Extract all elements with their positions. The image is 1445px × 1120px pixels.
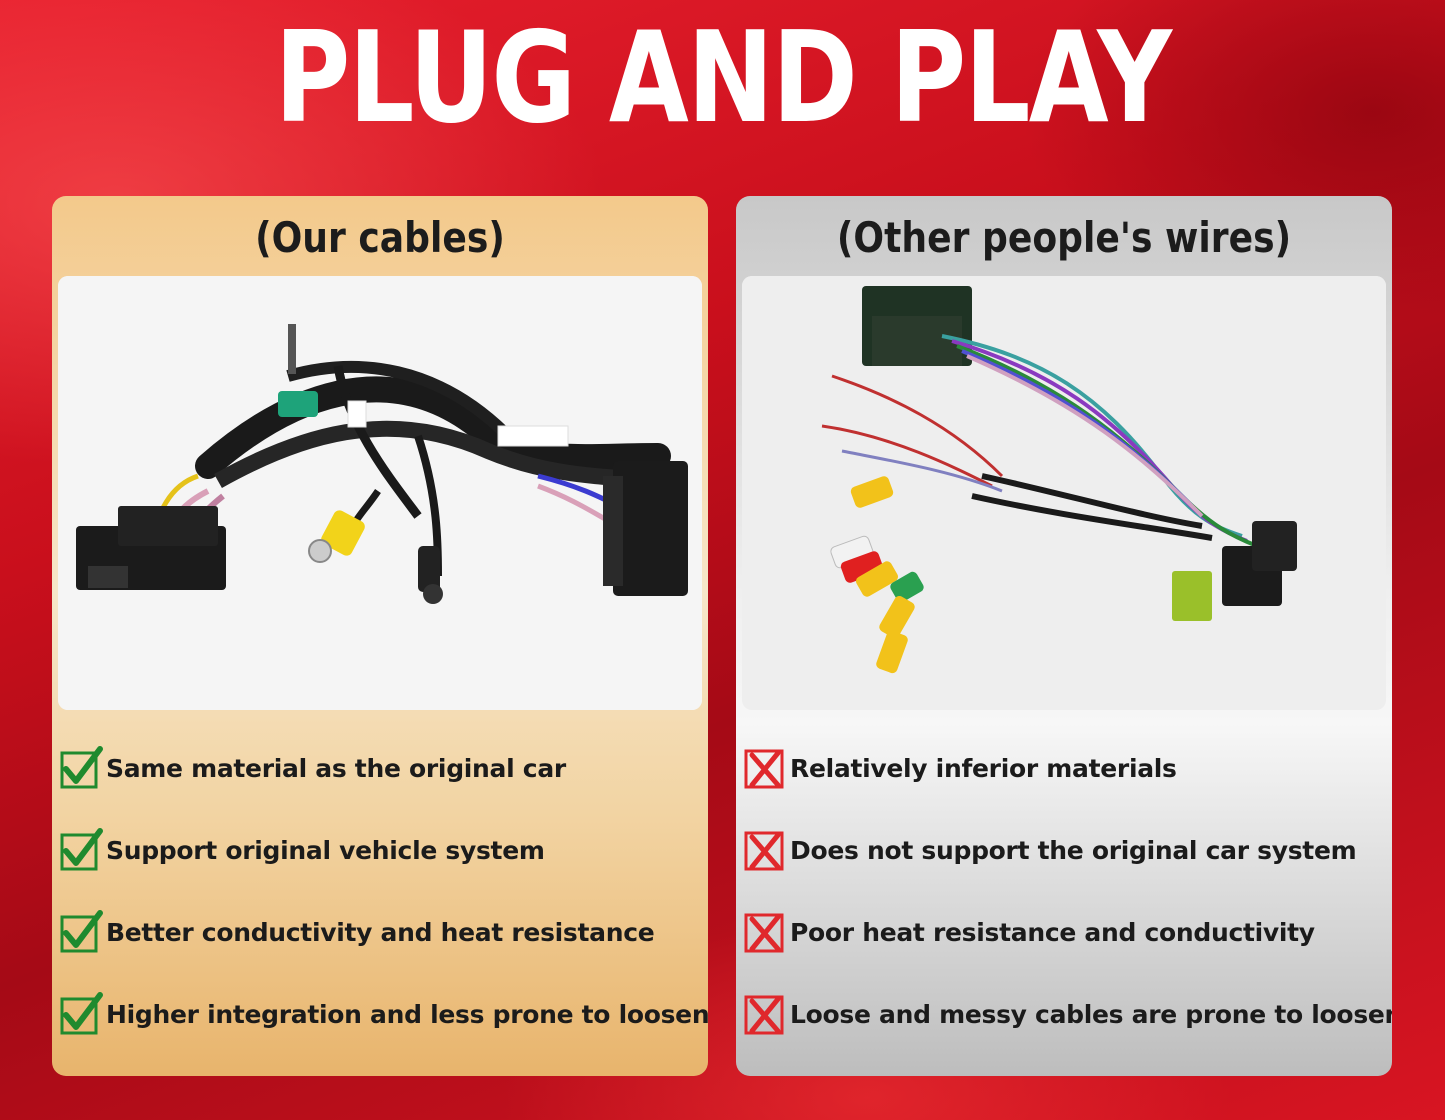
cross-icon <box>744 913 784 953</box>
feature-item: Support original vehicle system <box>58 826 708 874</box>
feature-item: Poor heat resistance and conductivity <box>742 908 1392 956</box>
page-title: PLUG AND PLAY <box>274 4 1172 151</box>
feature-item: Does not support the original car system <box>742 826 1392 874</box>
cross-icon <box>744 831 784 871</box>
feature-text: Relatively inferior materials <box>790 753 1177 783</box>
cross-icon <box>744 995 784 1035</box>
loose-wires-image <box>742 276 1386 710</box>
feature-item: Better conductivity and heat resistance <box>58 908 708 956</box>
check-icon <box>60 910 103 953</box>
feature-text: Better conductivity and heat resistance <box>106 917 655 947</box>
feature-text: Does not support the original car system <box>790 835 1357 865</box>
check-icon <box>60 992 103 1035</box>
our-cables-panel: (Our cables) <box>52 196 708 1076</box>
check-icon <box>60 828 103 871</box>
other-wires-title: (Other people's wires) <box>836 213 1292 262</box>
cross-icon <box>744 749 784 789</box>
feature-text: Same material as the original car <box>106 753 566 783</box>
feature-text: Poor heat resistance and conductivity <box>790 917 1315 947</box>
feature-item: Same material as the original car <box>58 744 708 792</box>
check-icon <box>60 746 103 789</box>
feature-text: Higher integration and less prone to loo… <box>106 999 708 1029</box>
feature-text: Support original vehicle system <box>106 835 545 865</box>
feature-item: Loose and messy cables are prone to loos… <box>742 990 1392 1038</box>
other-wires-panel: (Other people's wires) <box>736 196 1392 1076</box>
feature-item: Relatively inferior materials <box>742 744 1392 792</box>
our-cables-photo <box>58 276 702 710</box>
our-cables-title: (Our cables) <box>255 213 505 262</box>
other-wires-photo <box>742 276 1386 710</box>
feature-item: Higher integration and less prone to loo… <box>58 990 708 1038</box>
wiring-harness-image <box>58 276 702 710</box>
feature-text: Loose and messy cables are prone to loos… <box>790 999 1392 1029</box>
